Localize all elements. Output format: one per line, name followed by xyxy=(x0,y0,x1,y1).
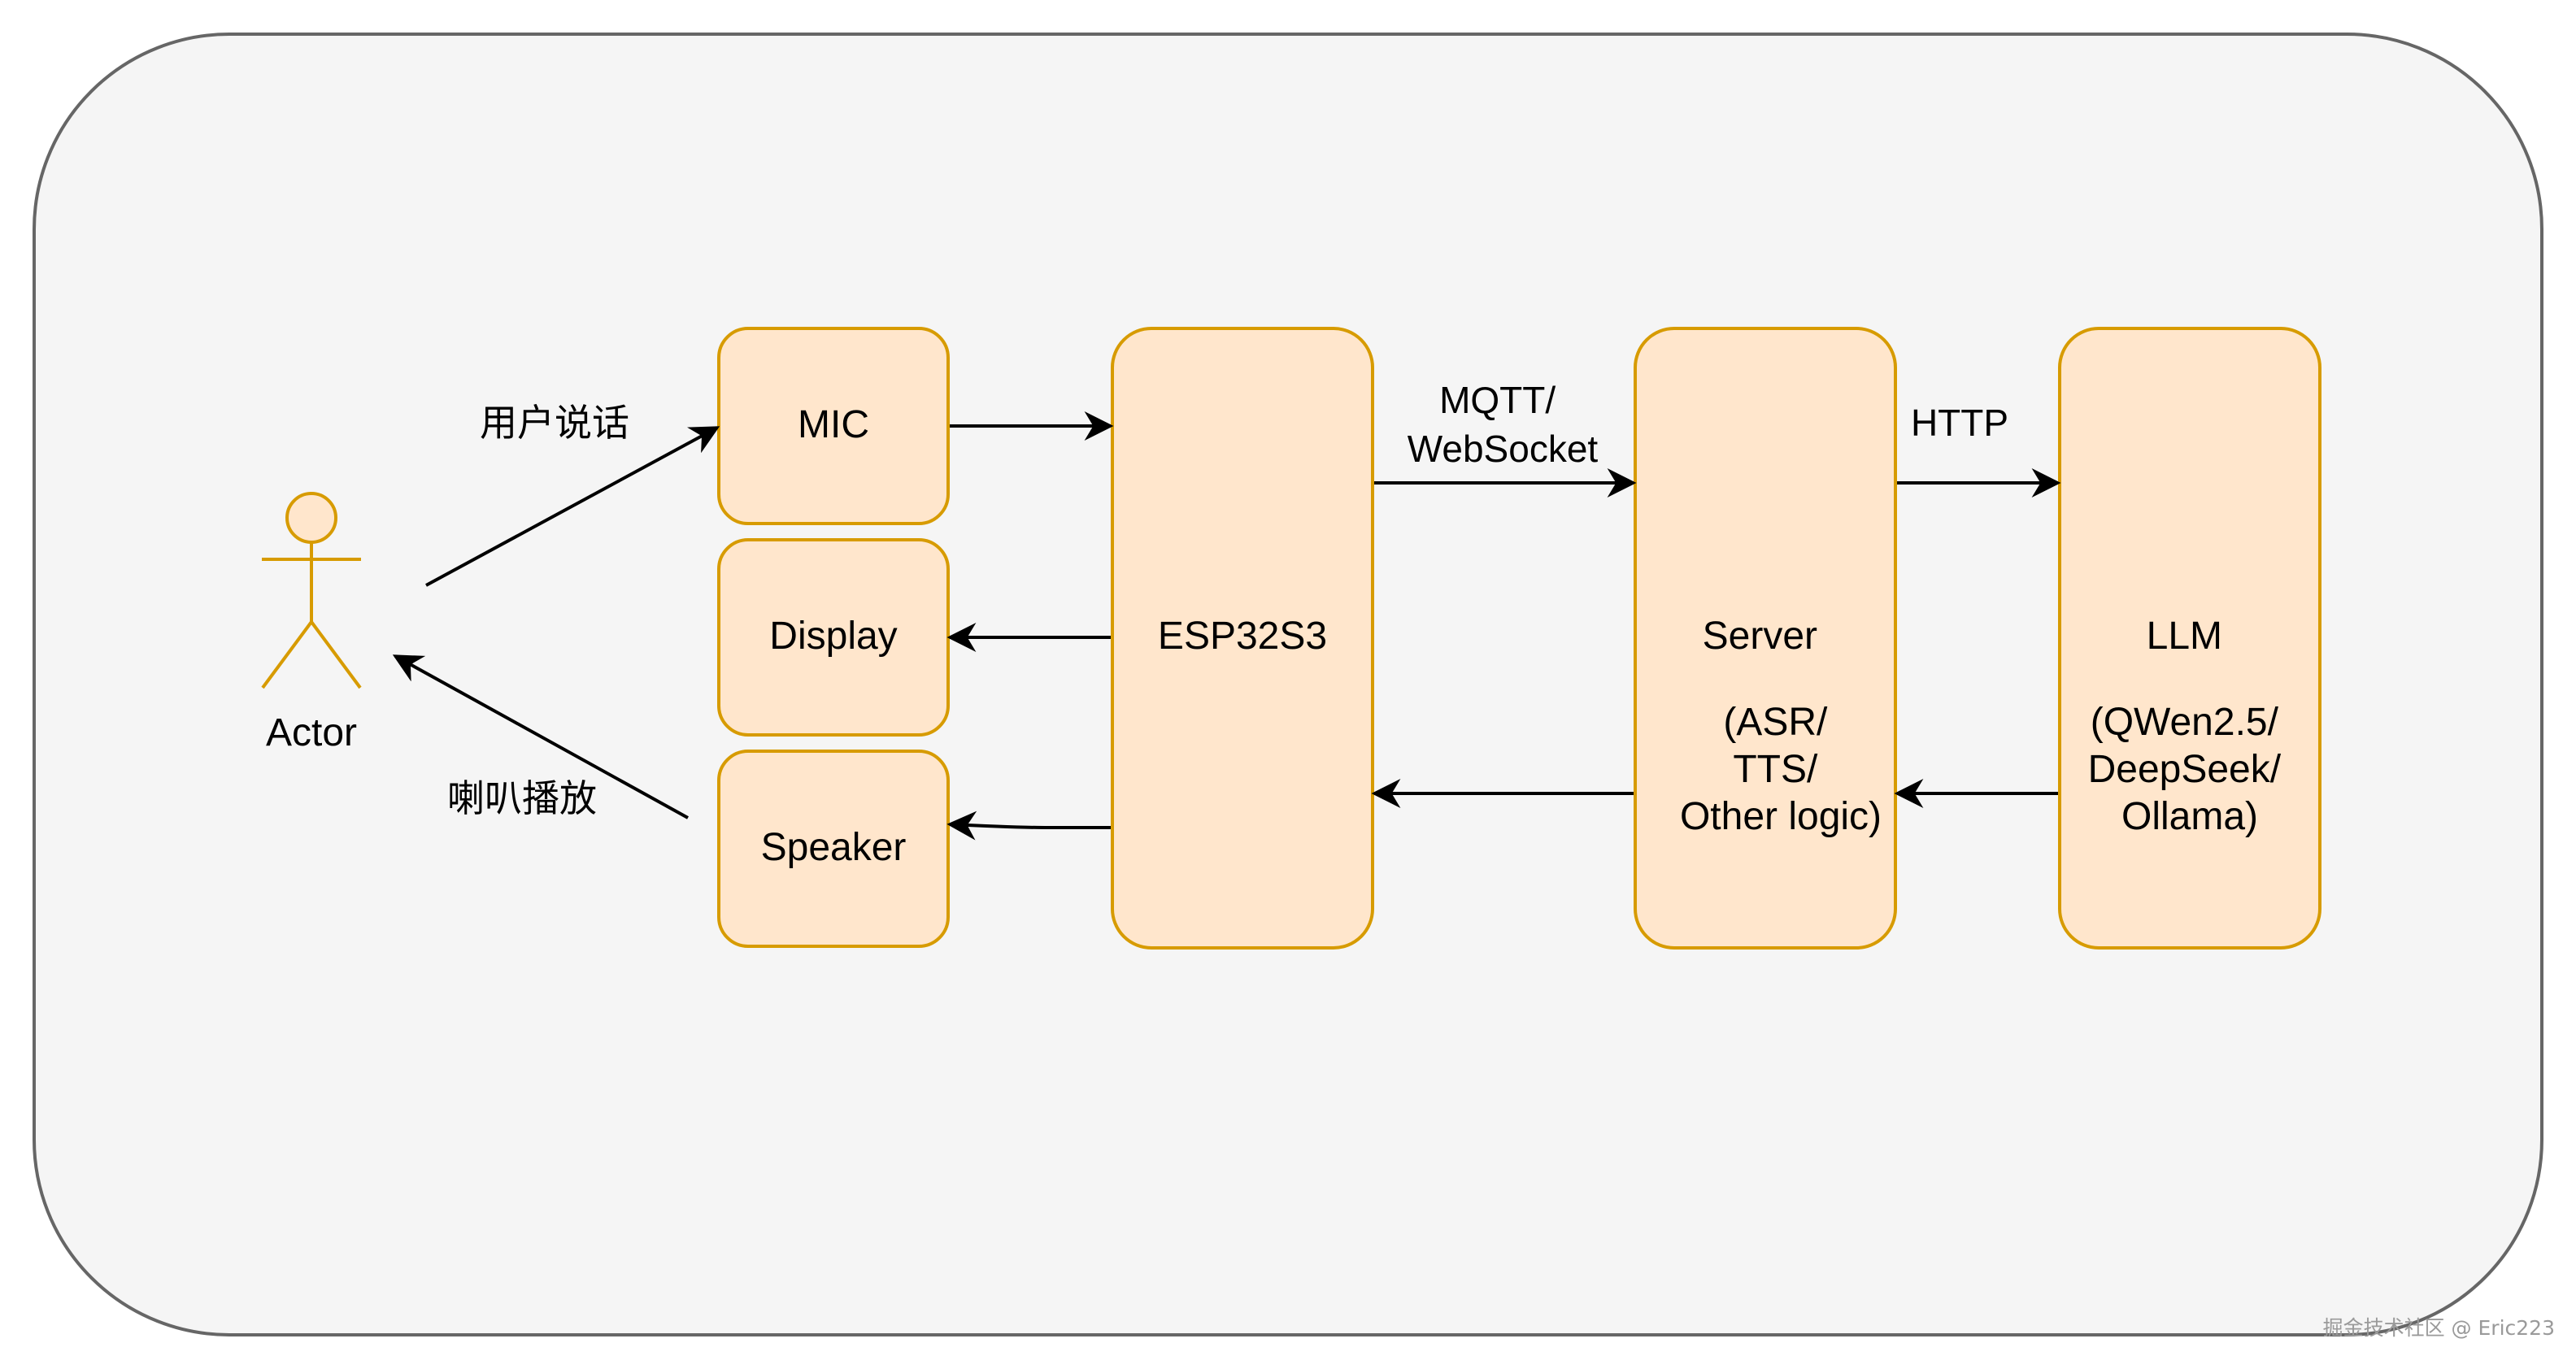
label-mqtt-websocket: MQTT/ WebSocket xyxy=(1408,379,1599,470)
edges xyxy=(392,411,2061,841)
display-label: Display xyxy=(769,615,897,658)
edge-actor-to-mic xyxy=(425,426,720,587)
server-label-line: Server xyxy=(1703,615,1817,658)
llm-label-line: Ollama) xyxy=(2121,795,2258,838)
label-user-speaks: 用户说话 xyxy=(480,402,629,444)
esp32s3-label: ESP32S3 xyxy=(1158,615,1327,658)
mic-node xyxy=(717,327,950,525)
actor-leg-right xyxy=(310,620,362,689)
actor-figure xyxy=(261,492,362,689)
actor-head xyxy=(285,492,337,544)
server-label-line: TTS/ xyxy=(1733,748,1818,791)
llm-node xyxy=(2058,327,2321,950)
server-node xyxy=(1634,327,1897,950)
watermark-text: 掘金技术社区 @ Eric223 xyxy=(2323,1316,2555,1340)
server-label-line: Other logic) xyxy=(1680,795,1882,838)
edge-speaker-to-actor xyxy=(392,654,689,819)
llm-label-line: DeepSeek/ xyxy=(2088,748,2282,791)
server-label-line: (ASR/ xyxy=(1723,701,1828,744)
llm-label-line: (QWen2.5/ xyxy=(2091,701,2279,744)
esp32s3-node xyxy=(1111,327,1374,950)
llm-label: LLM (QWen2.5/ DeepSeek/ Ollama) xyxy=(2088,615,2292,838)
actor-label: Actor xyxy=(266,711,357,754)
speaker-label: Speaker xyxy=(761,826,907,869)
edge-esp32s3-to-speaker xyxy=(946,811,1111,841)
label-http: HTTP xyxy=(1911,402,2008,444)
speaker-node xyxy=(717,750,950,948)
server-label: Server (ASR/ TTS/ Other logic) xyxy=(1680,615,1882,838)
label-speaker-plays: 喇叭播放 xyxy=(447,777,597,819)
mic-label: MIC xyxy=(798,403,869,446)
label-mqtt-line: MQTT/ xyxy=(1439,379,1556,421)
llm-label-line: LLM xyxy=(2147,615,2222,658)
label-mqtt-line: WebSocket xyxy=(1408,428,1599,470)
actor-leg-left xyxy=(261,620,313,689)
